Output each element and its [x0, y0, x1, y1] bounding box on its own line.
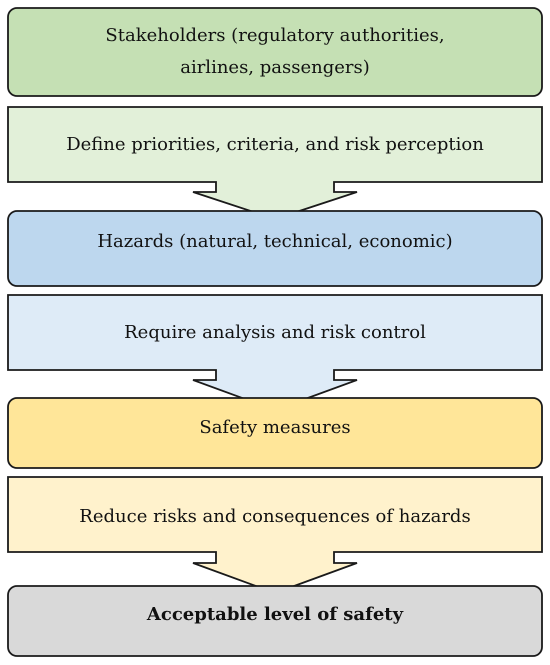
require-label: Require analysis and risk control — [124, 321, 426, 343]
stakeholders-label: Stakeholders (regulatory authorities, ai… — [105, 25, 445, 78]
stakeholders-box — [7, 7, 543, 97]
require-arrow-box — [7, 294, 543, 411]
acceptable-box — [7, 585, 543, 657]
define-label: Define priorities, criteria, and risk pe… — [66, 133, 484, 155]
safety-measures-label: Safety measures — [199, 417, 351, 438]
reduce-label: Reduce risks and consequences of hazards — [79, 506, 471, 527]
hazards-box — [7, 210, 543, 287]
acceptable-label: Acceptable level of safety — [146, 604, 404, 625]
define-arrow-box — [7, 106, 543, 220]
reduce-arrow-box — [7, 476, 543, 594]
safety-measures-box — [7, 397, 543, 469]
hazards-label: Hazards (natural, technical, economic) — [97, 231, 453, 252]
